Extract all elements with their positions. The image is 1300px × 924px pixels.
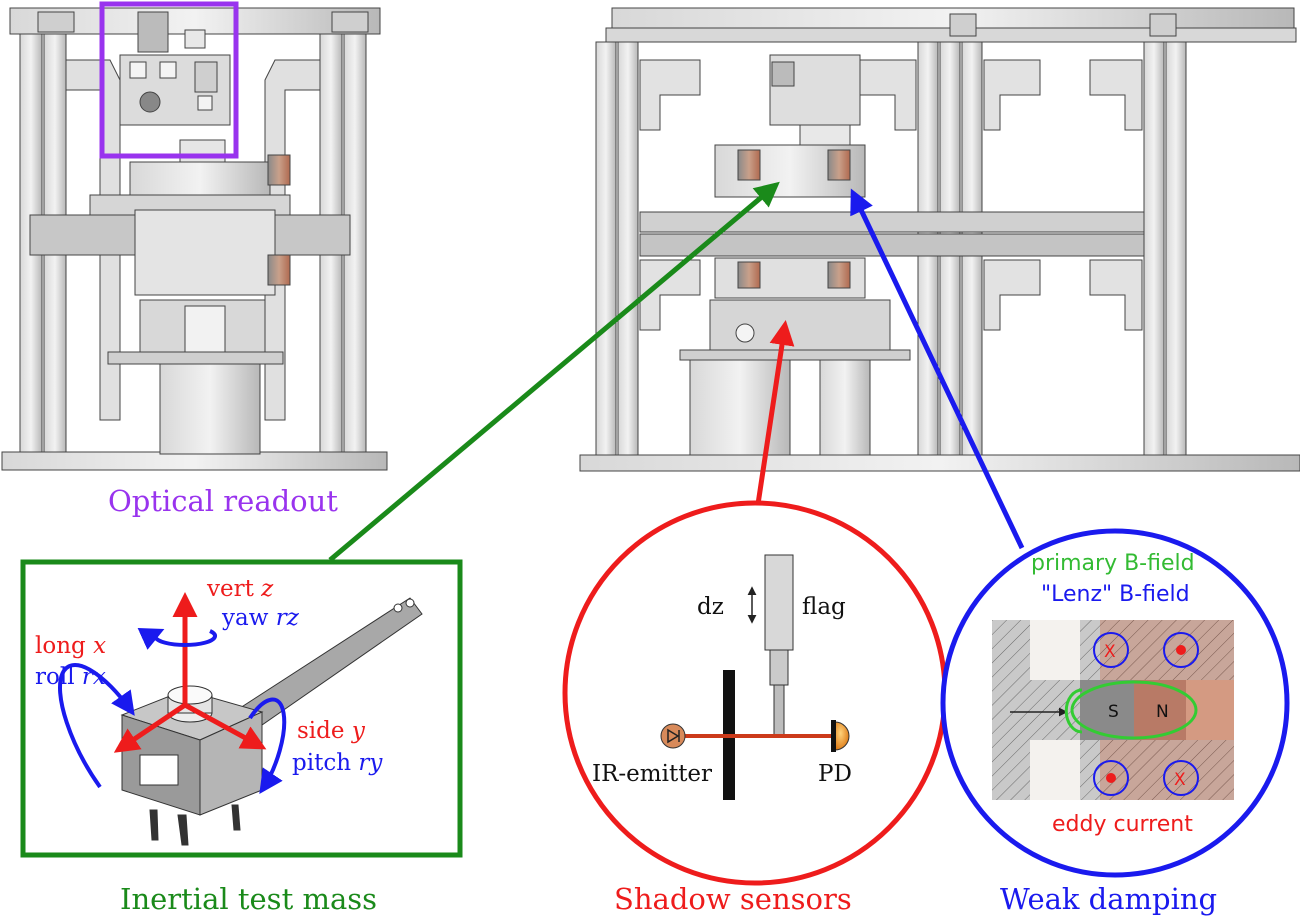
roll-rotation-arrow [57, 663, 135, 789]
photodiode-base [831, 720, 836, 752]
pitch-rotation-arrow [248, 697, 287, 794]
photodiode-icon [834, 721, 850, 751]
weak-damping-caption: Weak damping [1000, 882, 1218, 916]
flag-drawing [764, 554, 794, 736]
optical-readout-caption: Optical readout [108, 484, 338, 518]
lenz-b-field-label: "Lenz" B-field [1041, 582, 1190, 607]
dz-label: dz [697, 594, 724, 620]
north-pole-label: N [1156, 702, 1169, 722]
blue-pointer-arrow [850, 188, 1025, 550]
flag-label: flag [802, 594, 846, 620]
side-label: side y [297, 718, 366, 744]
shadow-sensors-caption: Shadow sensors [614, 882, 852, 916]
long-x-axis-arrow [113, 702, 187, 753]
ir-emitter-label: IR-emitter [592, 761, 712, 787]
yaw-label: yaw rz [221, 605, 300, 631]
pd-label: PD [818, 761, 852, 787]
vert-label: vert z [206, 576, 274, 602]
optical-readout-highlight-box [99, 1, 239, 159]
south-pole-label: S [1108, 702, 1119, 722]
roll-label: roll rx [35, 664, 106, 690]
red-pointer-arrow [752, 320, 795, 525]
shadow-sensor-circle [562, 500, 948, 886]
yaw-rotation-arrow [137, 628, 217, 650]
eddy-current-label: eddy current [1052, 812, 1193, 837]
pitch-label: pitch ry [292, 750, 383, 776]
current-into-page-mark-top: X [1104, 642, 1116, 662]
ir-emitter-icon [660, 723, 686, 749]
left-instrument-drawing [1, 7, 388, 471]
primary-b-field-label: primary B-field [1031, 551, 1195, 576]
diode-symbol-icon [667, 728, 680, 744]
inertial-test-mass-caption: Inertial test mass [120, 882, 377, 916]
eddy-current-drawing [992, 620, 1234, 800]
long-label: long x [35, 633, 106, 659]
right-instrument-drawing [579, 7, 1300, 472]
current-into-page-mark-bottom: X [1174, 770, 1186, 790]
side-y-axis-arrow [183, 702, 267, 750]
green-pointer-arrow [328, 181, 780, 562]
